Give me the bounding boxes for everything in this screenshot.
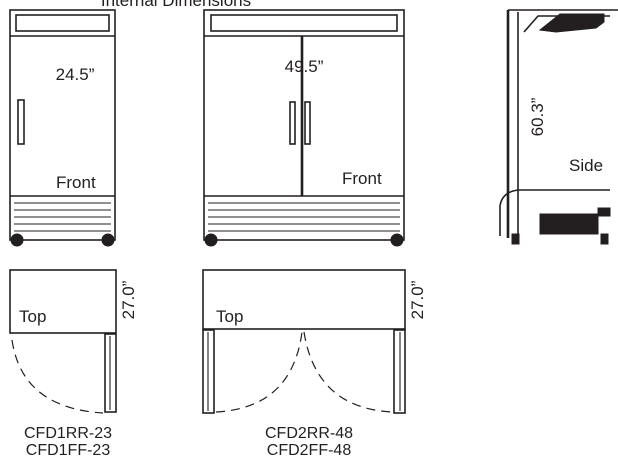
single-door-front-view: 24.5” Front [9, 9, 116, 247]
side-bottom-curve [499, 189, 610, 236]
cabinet-outline [9, 9, 116, 241]
left-open-door-panel [202, 329, 215, 414]
top-compressor [538, 13, 605, 33]
bottom-unit-knob [597, 207, 611, 217]
right-open-door-panel [393, 329, 406, 414]
right-door-swing-arc [303, 331, 393, 413]
cabinet-outline [203, 9, 405, 241]
side-foot-left [511, 233, 520, 245]
depth-dimension-label: 27.0” [119, 280, 138, 319]
top-header-panel [15, 14, 110, 32]
double-door-front-view: 49.5” Front [203, 9, 405, 247]
depth-dimension-label: 27.0” [408, 280, 427, 319]
front-view-label: Front [56, 173, 96, 192]
caster-left [10, 233, 24, 247]
top-view-label: Top [216, 307, 243, 326]
double-door-top-view: Top 27.0” CFD2RR-48 CFD2FF-48 [202, 269, 427, 459]
caster-left [204, 233, 218, 247]
diagram-title: Internal Dimensions [101, 0, 251, 10]
door-handle [17, 99, 25, 145]
bottom-unit [539, 213, 599, 235]
top-view-label: Top [19, 307, 46, 326]
top-outline [9, 269, 117, 334]
model-number-1: CFD1RR-23 [24, 425, 112, 442]
left-door-swing-arc [215, 331, 303, 413]
caster-right [390, 233, 404, 247]
model-number-2: CFD1FF-23 [26, 442, 111, 459]
kick-grille [208, 202, 400, 232]
side-view-label: Side [569, 156, 603, 175]
door-swing-arc [11, 339, 104, 414]
single-door-top-view: Top 27.0” CFD1RR-23 CFD1FF-23 [9, 269, 138, 459]
width-dimension-label: 49.5” [285, 57, 324, 76]
left-door-handle [289, 101, 296, 145]
model-number-1: CFD2RR-48 [265, 425, 353, 442]
kick-grille [14, 202, 111, 232]
front-view-label: Front [342, 169, 382, 188]
caster-right [101, 233, 115, 247]
height-dimension-label: 60.3” [528, 97, 547, 136]
right-door-handle [304, 101, 311, 145]
top-header-panel [210, 14, 398, 32]
side-foot-right [600, 233, 609, 245]
width-dimension-label: 24.5” [56, 65, 95, 84]
side-view: 60.3” Side [499, 9, 618, 245]
top-outline [202, 269, 406, 330]
model-number-2: CFD2FF-48 [267, 442, 352, 459]
open-door-panel [104, 333, 117, 413]
